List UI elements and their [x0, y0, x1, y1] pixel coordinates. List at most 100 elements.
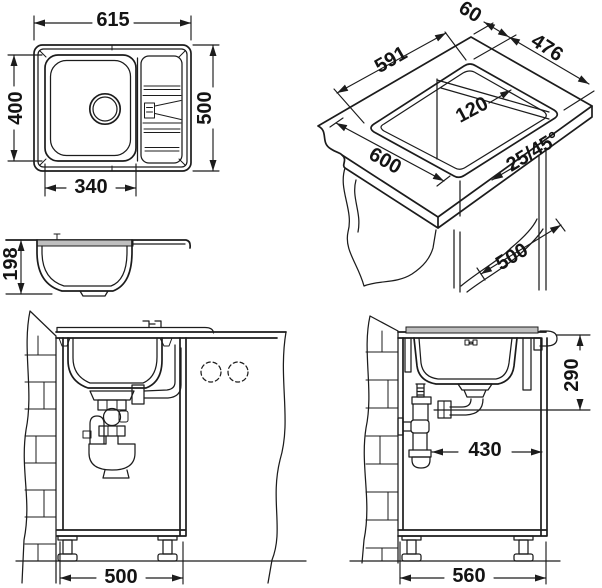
side-plumbing [397, 383, 493, 469]
drain-elbow [449, 398, 484, 416]
tap-hole-marking-2 [227, 361, 249, 383]
cabinet-interior-lines [436, 78, 550, 217]
tailpipe [105, 435, 119, 445]
dim-clearance-label: 430 [468, 439, 501, 461]
dim-bowl-height-label: 198 [0, 247, 22, 280]
bowl-logo-mark [464, 339, 478, 346]
wall-section-side [361, 315, 399, 564]
drain-inner-icon [92, 96, 118, 122]
wall-stub [402, 421, 412, 432]
cabinet-side [397, 337, 548, 537]
dimension-cabinet-depth: 560 [399, 541, 547, 587]
brick-joints-side [379, 330, 389, 562]
drain-nut [97, 399, 127, 411]
dimension-overall-depth: 500 [192, 44, 220, 172]
dimension-bowl-depth: 400 [5, 54, 43, 162]
worktop-bullnose [539, 330, 558, 347]
drain-icon [88, 92, 122, 126]
overflow-knobs [142, 320, 162, 329]
trap-nut [98, 425, 126, 437]
dimension-clearance: 430 [431, 439, 543, 461]
brick-joints [35, 335, 45, 562]
torn-left-panel [342, 167, 437, 287]
cabinet-legs [57, 535, 178, 562]
sink-rim-side [405, 326, 539, 334]
dimension-worktop-depth: 600 [329, 117, 451, 187]
right-mounting-rail [522, 337, 532, 391]
rim-clip [533, 337, 543, 351]
brick-lines-side [365, 351, 399, 549]
front-installation-view: 500 [15, 310, 307, 588]
profile-bowl-outline [36, 239, 133, 292]
worktop-top-face [317, 36, 593, 218]
cabinet-front [56, 337, 187, 537]
dimension-base-depth: 500 [476, 218, 566, 281]
trap-cup [88, 443, 136, 471]
standpipe-valve-stem [415, 383, 426, 398]
drain-flange [89, 390, 135, 401]
overflow-pipe [143, 344, 182, 399]
top-view: 615 500 400 340 [5, 9, 220, 198]
cabinet-legs-side [401, 535, 534, 562]
brick-lines [24, 354, 57, 545]
trap-outlet [102, 469, 130, 479]
bowl-outline [44, 54, 137, 162]
label-chamfer-text: 25/45° [502, 128, 563, 177]
dimension-drain-height: 290 [433, 334, 591, 411]
dimension-bowl-height: 198 [0, 239, 53, 295]
profile-rim-band [36, 239, 134, 247]
brand-logo-mark [144, 102, 155, 119]
worktop-torn-edge [267, 331, 287, 584]
standpipe-upper [412, 403, 429, 421]
standpipe-elbow [410, 419, 430, 434]
dimension-cabinet-width: 500 [59, 541, 184, 588]
dim-cabinet-width-label: 500 [104, 566, 137, 588]
wall-section [21, 310, 57, 584]
sink-rim-front [56, 326, 215, 334]
dim-overall-depth-label: 500 [194, 91, 216, 124]
profile-bowl-inner [41, 245, 128, 287]
bowl-front-outline [67, 337, 163, 389]
cabinet-panel-edges [453, 149, 547, 293]
profile-drain-bump [79, 290, 109, 297]
worktop-front [55, 331, 287, 339]
mounting-clips [58, 337, 173, 347]
side-installation-view: 290 430 560 [349, 315, 591, 587]
trap-tab [82, 430, 92, 439]
dim-base-depth-label: 500 [492, 239, 532, 275]
standpipe-lower [412, 432, 428, 451]
dim-drain-height-label: 290 [561, 358, 583, 391]
standpipe-cap [411, 456, 431, 469]
standpipe-nut [408, 449, 432, 458]
drain-stack [457, 383, 493, 398]
dimension-rail-width: 120 [452, 89, 512, 128]
profile-rim-line [5, 239, 192, 249]
dim-cutout-depth-label: 476 [527, 30, 567, 67]
trap-dome-stub [89, 415, 105, 445]
drainboard [136, 55, 183, 164]
tap-hole-marking-1 [200, 361, 222, 383]
bowl-inner-outline [49, 59, 132, 157]
dimension-cutout-depth: 476 [508, 30, 590, 85]
dim-bowl-depth-label: 400 [5, 91, 27, 124]
dimension-overall-width: 615 [33, 9, 192, 41]
drainboard-fan-lines [154, 100, 182, 120]
dimension-bowl-width: 340 [44, 163, 137, 198]
left-mounting-rail [404, 337, 412, 373]
dim-cutout-width-label: 591 [371, 42, 411, 78]
dim-cabinet-depth-label: 560 [452, 565, 485, 587]
bowl-front-inner [72, 337, 158, 384]
front-plumbing [82, 344, 182, 479]
dim-rail-width-label: 120 [452, 92, 492, 127]
ball-joint [102, 407, 122, 427]
profile-view: 198 [0, 233, 192, 297]
dim-back-offset-label: 60 [455, 0, 486, 27]
standpipe-top-nut [411, 396, 432, 405]
dim-overall-width-label: 615 [96, 9, 129, 31]
profile-clip-tick [53, 233, 61, 241]
bowl-side-inner [418, 337, 513, 380]
sink-inner-rim [37, 48, 188, 168]
dim-bowl-width-label: 340 [74, 176, 107, 198]
